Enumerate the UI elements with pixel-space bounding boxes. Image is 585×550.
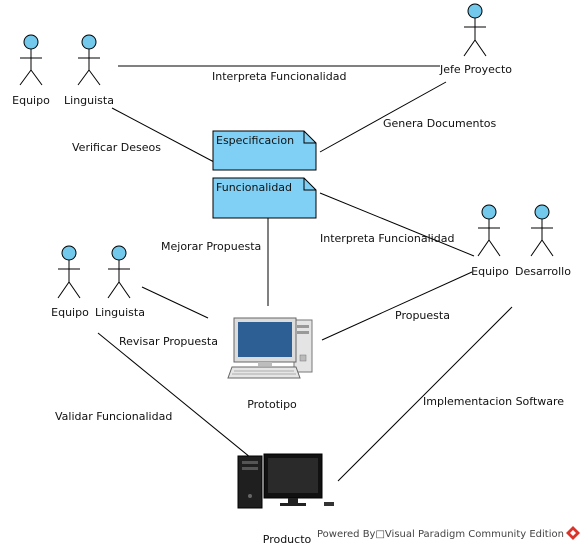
actor-jefe-proyecto: Jefe Proyecto: [439, 3, 512, 76]
watermark-text: Powered By□Visual Paradigm Community Edi…: [317, 529, 564, 540]
actor-label-equipo-top: Equipo: [12, 94, 50, 107]
actor-icon: [57, 245, 81, 299]
edge-verificar-deseos-line: [111, 107, 215, 163]
device-label-prototipo: Prototipo: [247, 398, 297, 411]
visual-paradigm-logo-icon: [566, 526, 580, 540]
connectors: [97, 65, 513, 482]
actor-label-linguista-top: Linguista: [64, 94, 114, 107]
edge-genera-documentos-line: [319, 81, 447, 153]
edge-label-mejorar-propuesta: Mejorar Propuesta: [161, 240, 261, 253]
actor-icon: [19, 34, 43, 86]
edge-label-genera-documentos: Genera Documentos: [383, 117, 497, 130]
edge-label-revisar-propuesta: Revisar Propuesta: [119, 335, 218, 348]
actor-label-jefe-proyecto: Jefe Proyecto: [439, 63, 512, 76]
tower-computer-icon: [237, 453, 334, 509]
edge-propuesta-line: [321, 271, 473, 341]
actor-label-equipo-mid: Equipo: [51, 306, 89, 319]
actor-icon: [107, 245, 131, 299]
actor-icon: [530, 204, 554, 257]
actor-icon: [77, 34, 101, 86]
edge-label-interpreta-right: Interpreta Funcionalidad: [320, 232, 454, 245]
actor-label-equipo-right: Equipo: [471, 265, 509, 278]
document-icon: [212, 177, 317, 219]
edge-revisar-line: [141, 286, 209, 319]
edge-label-verificar-deseos: Verificar Deseos: [72, 141, 161, 154]
actor-desarrollo-right: Desarrollo: [515, 204, 571, 278]
edge-implementacion-line: [337, 306, 513, 482]
document-label-especificacion: Especificacion: [216, 134, 294, 147]
actor-icon: [463, 3, 487, 57]
document-funcionalidad: Funcionalidad: [212, 177, 317, 219]
edge-label-implementacion-software: Implementacion Software: [423, 395, 564, 408]
device-label-producto: Producto: [263, 533, 312, 546]
actor-linguista-top: Linguista: [64, 34, 114, 107]
watermark: Powered By□Visual Paradigm Community Edi…: [317, 526, 580, 540]
edge-label-validar-funcionalidad: Validar Funcionalidad: [55, 410, 172, 423]
edge-label-interpreta-top: Interpreta Funcionalidad: [212, 70, 346, 83]
actor-equipo-mid: Equipo: [51, 245, 89, 319]
edge-validar-line: [97, 332, 257, 463]
actor-equipo-right: Equipo: [471, 204, 509, 278]
actor-icon: [477, 204, 501, 257]
document-icon: [212, 130, 317, 171]
actor-linguista-mid: Linguista: [95, 245, 145, 319]
device-prototipo: Prototipo: [227, 317, 313, 411]
document-label-funcionalidad: Funcionalidad: [216, 181, 292, 194]
actor-equipo-top: Equipo: [12, 34, 50, 107]
document-especificacion: Especificacion: [212, 130, 317, 171]
actor-label-desarrollo-right: Desarrollo: [515, 265, 571, 278]
edge-label-propuesta: Propuesta: [395, 309, 450, 322]
actor-label-linguista-mid: Linguista: [95, 306, 145, 319]
edge-interpreta-right-line: [319, 192, 475, 257]
device-producto: Producto: [237, 453, 334, 546]
desktop-computer-icon: [227, 317, 313, 379]
